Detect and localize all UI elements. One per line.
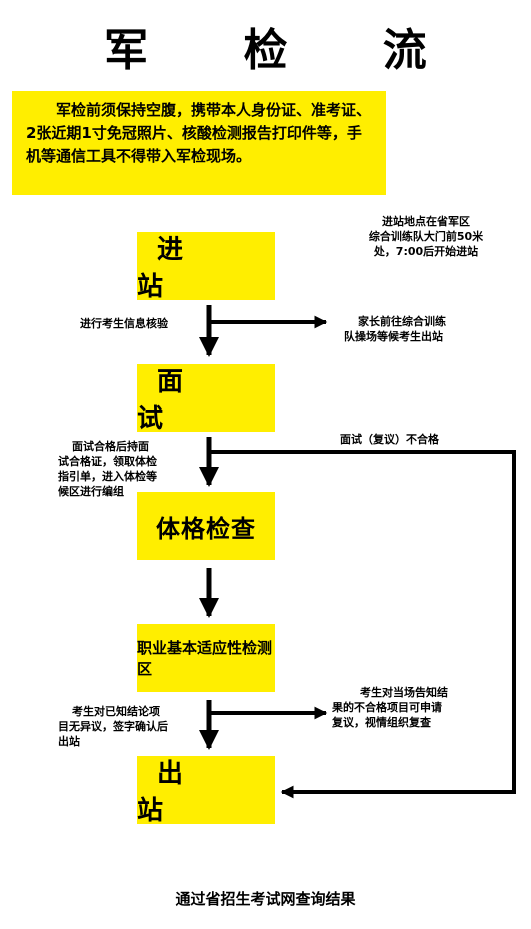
step-entry: 进 站 xyxy=(137,232,275,302)
footer-result-query: 通过省招生考试网查询结果 xyxy=(175,890,356,908)
note-no-objection: 考生对已知结论项 目无异议，签字确认后 出站 xyxy=(58,705,168,748)
note-parents: 家长前往综合训练 队操场等候考生出站 xyxy=(344,315,446,343)
step-physical-exam: 体格检查 xyxy=(137,492,275,560)
note-info-check: 进行考生信息核验 xyxy=(80,317,168,330)
note-interview-pass: 面试合格后持面 试合格证，领取体检 指引单，进入体检等 候区进行编组 xyxy=(58,440,157,498)
note-interview-fail: 面试（复议）不合格 xyxy=(340,433,439,446)
note-entry-location: 进站地点在省军区 综合训练队大门前50米 处，7:00后开始进站 xyxy=(368,215,484,258)
arrow-fail-to-exit xyxy=(209,450,516,799)
notice-box: 军检前须保持空腹，携带本人身份证、准考证、2张近期1寸免冠照片、核酸检测报告打印… xyxy=(12,91,386,195)
step-exit: 出 站 xyxy=(137,756,275,826)
note-review: 考生对当场告知结 果的不合格项目可申请 复议，视情组织复查 xyxy=(332,686,448,729)
step-aptitude-test: 职业基本适应性检测区 xyxy=(137,624,275,692)
step-interview: 面 试 xyxy=(137,364,275,434)
